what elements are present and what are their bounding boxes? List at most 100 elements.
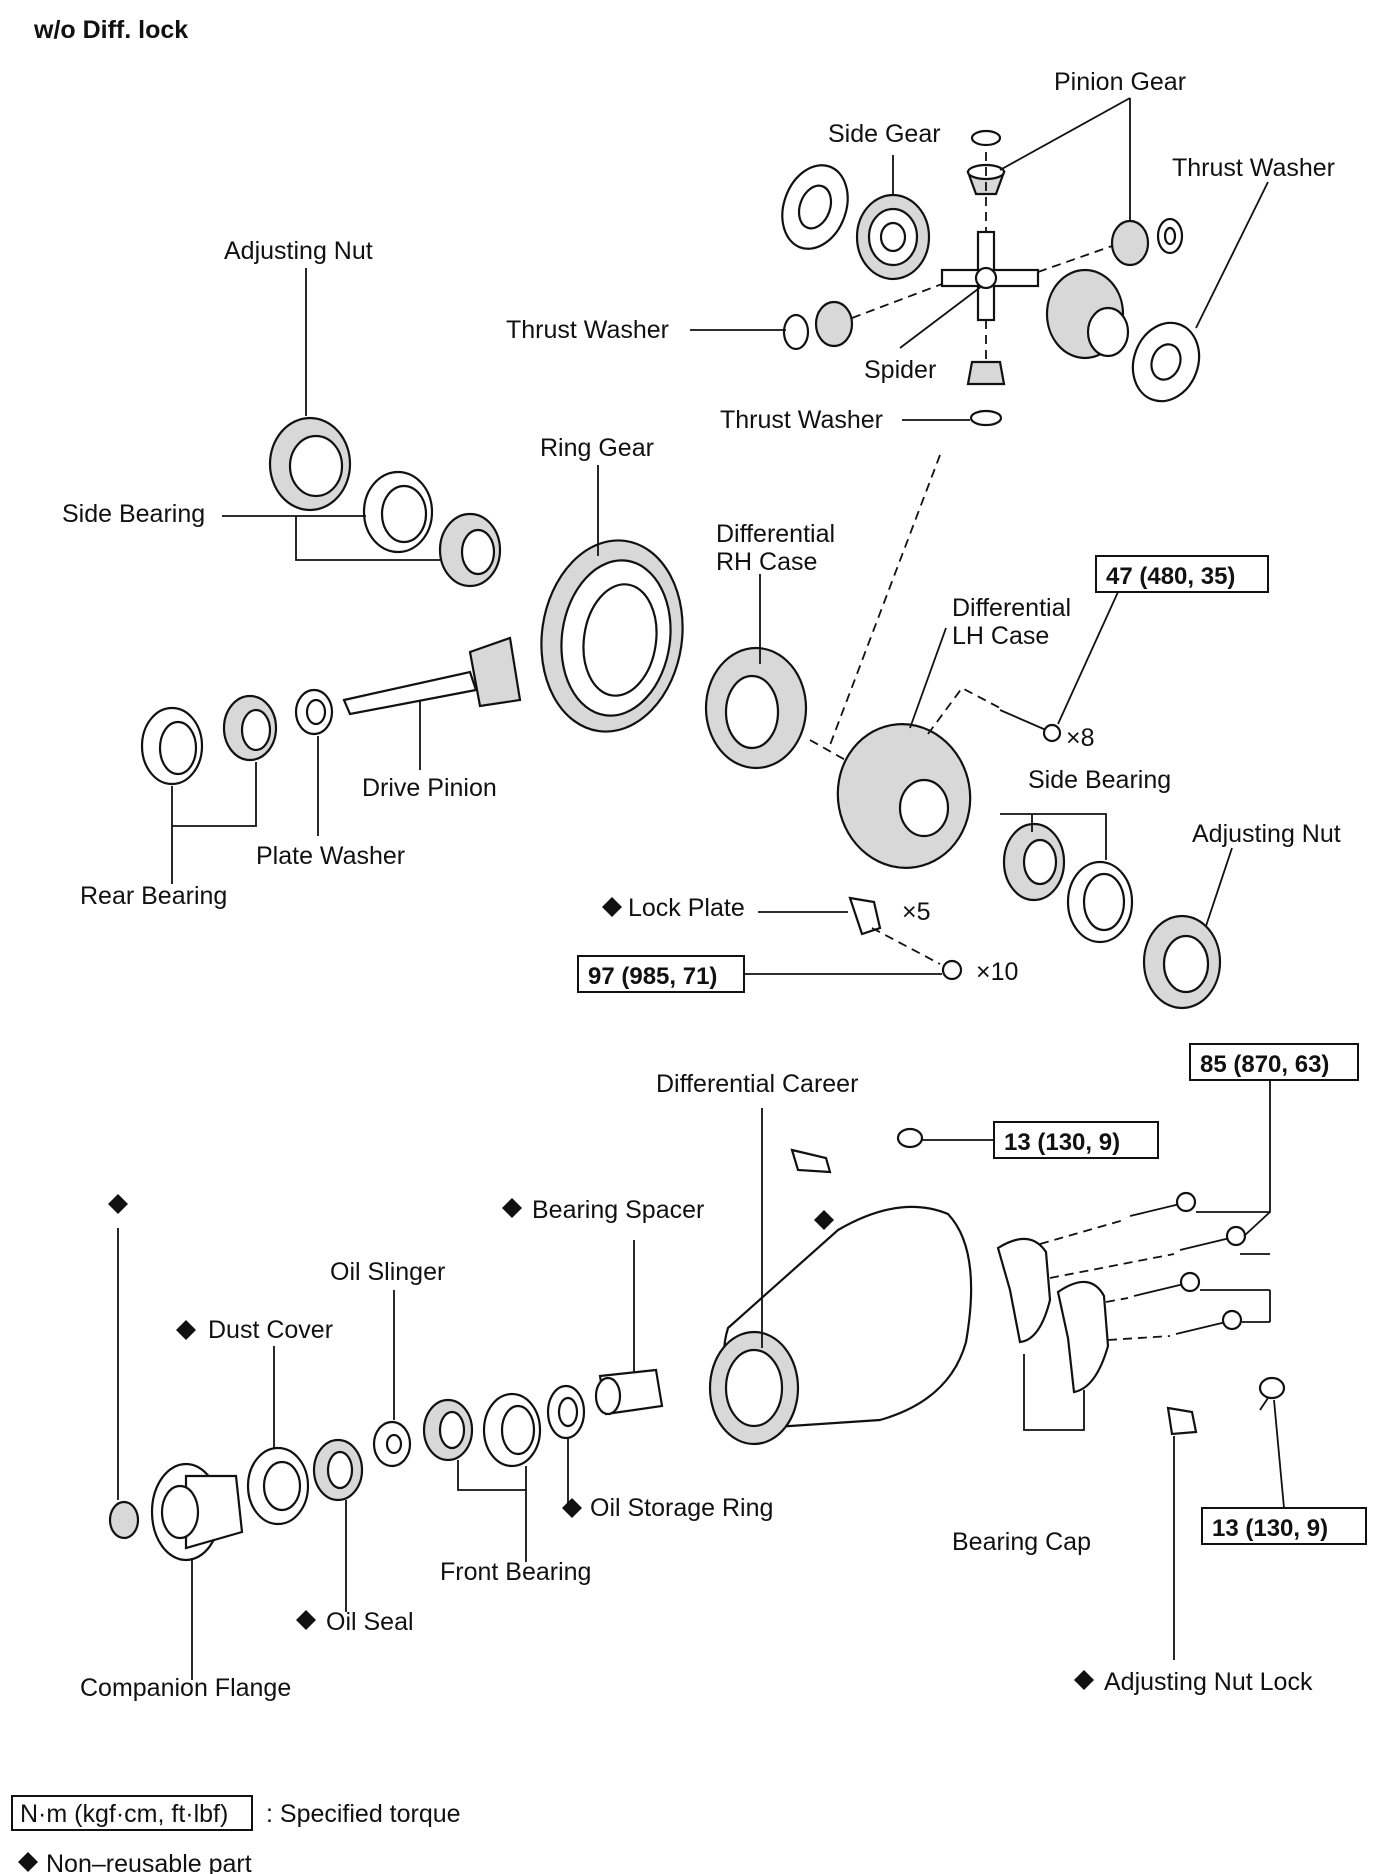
diamond-icon-lock-plate bbox=[602, 897, 622, 917]
differential-carrier bbox=[708, 1205, 973, 1446]
bearing-cap-lower bbox=[1056, 1280, 1110, 1394]
label-oil-seal: Oil Seal bbox=[326, 1608, 414, 1636]
torque-box-ring-gear-bolt: 97 (985, 71) bbox=[577, 955, 745, 993]
label-dust-cover: Dust Cover bbox=[208, 1316, 333, 1344]
side-gear-washer-left bbox=[781, 164, 849, 250]
drive-pinion bbox=[342, 636, 522, 716]
front-bearing-inner bbox=[422, 1398, 474, 1462]
pinion-gear-right bbox=[1110, 217, 1184, 267]
companion-flange bbox=[150, 1462, 244, 1562]
bearing-cap-bolts bbox=[1129, 1191, 1247, 1335]
lower-right-bolt bbox=[1258, 1376, 1286, 1411]
label-ring-gear: Ring Gear bbox=[540, 434, 654, 462]
label-thrust-washer-top-right: Thrust Washer bbox=[1172, 154, 1335, 182]
diagram-header: w/o Diff. lock bbox=[33, 16, 188, 44]
label-rear-bearing: Rear Bearing bbox=[80, 882, 227, 910]
case-bolt bbox=[999, 709, 1062, 743]
side-bearing-left-outer bbox=[362, 470, 434, 554]
oil-seal bbox=[312, 1438, 364, 1502]
diamond-icon-bearing-spacer bbox=[502, 1198, 522, 1218]
lock-plate-part bbox=[848, 896, 882, 936]
carrier-lock-top bbox=[790, 1148, 832, 1174]
pinion-gear-left bbox=[782, 300, 854, 351]
qty-ring-gear-bolts: ×10 bbox=[976, 958, 1018, 986]
side-gear-right bbox=[1045, 268, 1130, 360]
spider bbox=[940, 230, 1040, 322]
differential-rh-case bbox=[704, 646, 808, 770]
diamond-icon-oil-seal bbox=[296, 1610, 316, 1630]
label-oil-slinger: Oil Slinger bbox=[330, 1258, 445, 1286]
svg-text:47 (480, 35): 47 (480, 35) bbox=[1106, 563, 1235, 590]
label-side-gear: Side Gear bbox=[828, 120, 941, 148]
side-bearing-right-outer bbox=[1066, 860, 1134, 944]
label-pinion-gear: Pinion Gear bbox=[1054, 68, 1186, 96]
label-diff-rh-case-1: Differential bbox=[716, 520, 835, 548]
torque-box-lower-bolt: 13 (130, 9) bbox=[1201, 1507, 1367, 1545]
diamond-icon-adjusting-nut-lock bbox=[1074, 1670, 1094, 1690]
plate-washer bbox=[294, 688, 334, 736]
bearing-cap-upper bbox=[996, 1237, 1052, 1344]
label-oil-storage-ring: Oil Storage Ring bbox=[590, 1494, 773, 1522]
label-adjusting-nut-left: Adjusting Nut bbox=[224, 237, 373, 265]
legend: N·m (kgf·cm, ft·lbf) : Specified torque … bbox=[11, 1795, 461, 1874]
torque-box-case-bolt: 47 (480, 35) bbox=[1095, 555, 1269, 593]
label-thrust-washer-left: Thrust Washer bbox=[506, 316, 669, 344]
carrier-top-bolt bbox=[896, 1127, 924, 1149]
diamond-icon-legend bbox=[18, 1852, 38, 1872]
ring-gear-bolt bbox=[941, 959, 963, 981]
side-gear-washer-right bbox=[1131, 321, 1201, 403]
svg-text:13 (130, 9): 13 (130, 9) bbox=[1212, 1515, 1328, 1542]
side-gear-left bbox=[855, 193, 931, 281]
diamond-icon-carrier-lock bbox=[814, 1210, 834, 1230]
torque-box-upper-bolt: 13 (130, 9) bbox=[993, 1121, 1159, 1159]
label-spider: Spider bbox=[864, 356, 936, 384]
diamond-icon-oil-storage-ring bbox=[562, 1498, 582, 1518]
svg-text:85 (870, 63): 85 (870, 63) bbox=[1200, 1051, 1329, 1078]
label-adjusting-nut-right: Adjusting Nut bbox=[1192, 820, 1341, 848]
pinion-gear-bottom bbox=[966, 360, 1006, 427]
label-diff-lh-case-1: Differential bbox=[952, 594, 1071, 622]
legend-torque-unit: N·m (kgf·cm, ft·lbf) bbox=[20, 1800, 228, 1828]
adjusting-nut-left bbox=[268, 416, 352, 512]
side-bearing-left-inner bbox=[438, 512, 502, 588]
torque-box-bearing-cap-bolt: 85 (870, 63) bbox=[1189, 1043, 1359, 1081]
legend-torque-desc: : Specified torque bbox=[266, 1800, 461, 1828]
label-bearing-cap: Bearing Cap bbox=[952, 1528, 1091, 1556]
label-adjusting-nut-lock: Adjusting Nut Lock bbox=[1104, 1668, 1313, 1696]
label-thrust-washer-bottom: Thrust Washer bbox=[720, 406, 883, 434]
label-differential-career: Differential Career bbox=[656, 1070, 858, 1098]
label-companion-flange: Companion Flange bbox=[80, 1674, 291, 1702]
label-bearing-spacer: Bearing Spacer bbox=[532, 1196, 704, 1224]
oil-slinger bbox=[372, 1420, 412, 1468]
pinion-gear-top bbox=[966, 129, 1006, 196]
bearing-spacer bbox=[594, 1368, 664, 1416]
adjusting-nut-right bbox=[1142, 914, 1222, 1010]
label-side-bearing-left: Side Bearing bbox=[62, 500, 205, 528]
label-drive-pinion: Drive Pinion bbox=[362, 774, 497, 802]
rear-bearing-outer bbox=[140, 706, 204, 786]
lower-leaders bbox=[117, 1080, 1285, 1680]
qty-case-bolts: ×8 bbox=[1066, 724, 1095, 752]
label-lock-plate: Lock Plate bbox=[628, 894, 745, 922]
differential-lh-case bbox=[836, 723, 972, 869]
upper-leaders bbox=[171, 97, 1269, 975]
side-bearing-right-inner bbox=[1002, 822, 1066, 902]
diamond-icon-dust-cover bbox=[176, 1320, 196, 1340]
diamond-icon-flange-nut bbox=[108, 1194, 128, 1214]
label-diff-lh-case-2: LH Case bbox=[952, 622, 1049, 650]
label-plate-washer: Plate Washer bbox=[256, 842, 405, 870]
label-side-bearing-right: Side Bearing bbox=[1028, 766, 1171, 794]
rear-bearing-inner bbox=[222, 694, 278, 762]
qty-lock-plate: ×5 bbox=[902, 898, 931, 926]
dust-cover bbox=[246, 1446, 310, 1526]
label-diff-rh-case-2: RH Case bbox=[716, 548, 817, 576]
flange-nut bbox=[108, 1500, 140, 1540]
svg-text:97 (985, 71): 97 (985, 71) bbox=[588, 963, 717, 990]
front-bearing-outer bbox=[482, 1392, 542, 1468]
legend-nonreusable-desc: Non–reusable part bbox=[46, 1850, 252, 1874]
adjusting-nut-lock-part bbox=[1166, 1406, 1198, 1436]
label-front-bearing: Front Bearing bbox=[440, 1558, 591, 1586]
ring-gear bbox=[540, 539, 684, 733]
svg-text:13 (130, 9): 13 (130, 9) bbox=[1004, 1129, 1120, 1156]
